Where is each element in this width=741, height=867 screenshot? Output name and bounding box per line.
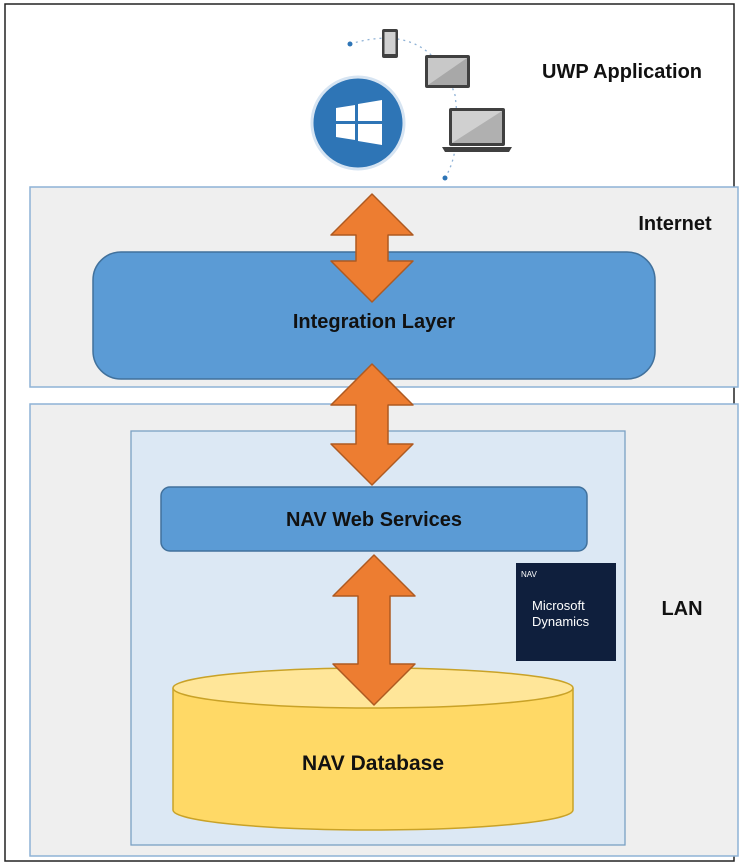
logo-line-2: Dynamics bbox=[532, 614, 590, 629]
orbit-path bbox=[349, 37, 458, 179]
laptop-icon bbox=[442, 108, 512, 152]
lan-label: LAN bbox=[661, 598, 702, 620]
logo-tag: NAV bbox=[521, 570, 538, 579]
tablet-icon bbox=[425, 55, 470, 88]
orbit-dot bbox=[442, 175, 448, 181]
nav-database-label: NAV Database bbox=[302, 752, 444, 775]
internet-label: Internet bbox=[638, 213, 712, 235]
windows-logo-icon bbox=[310, 75, 406, 171]
arrow-app-to-integration bbox=[330, 193, 414, 303]
nav-web-services-label: NAV Web Services bbox=[286, 509, 462, 531]
phone-icon bbox=[382, 29, 398, 58]
integration-layer-label: Integration Layer bbox=[293, 311, 455, 333]
nav-database-cylinder bbox=[172, 667, 574, 831]
uwp-application-label: UWP Application bbox=[542, 61, 702, 83]
arrow-integration-to-web-services bbox=[330, 363, 414, 486]
orbit-dot bbox=[347, 41, 353, 47]
device-cluster bbox=[310, 29, 512, 181]
nav-web-services-box bbox=[160, 486, 588, 552]
arrow-web-services-to-database bbox=[332, 554, 416, 706]
logo-line-1: Microsoft bbox=[532, 598, 585, 613]
microsoft-dynamics-logo: NAV Microsoft Dynamics bbox=[516, 563, 616, 661]
